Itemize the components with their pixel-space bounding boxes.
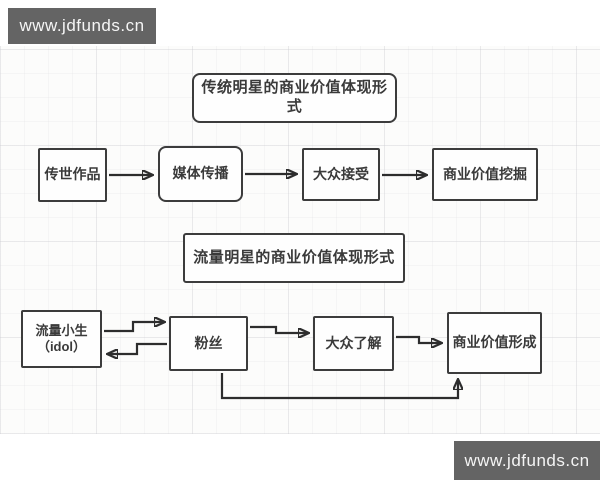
flow1-step-label: 传世作品 — [44, 166, 101, 183]
flow1-title-box: 传统明星的商业价值体现形式 — [192, 73, 397, 123]
flow1-step-meiti-chuanbo: 媒体传播 — [158, 146, 243, 202]
flow2-node-idol-line1: 流量小生 — [35, 322, 88, 338]
flow1-title: 传统明星的商业价值体现形式 — [201, 79, 388, 115]
watermark-text: www.jdfunds.cn — [464, 450, 590, 470]
flow2-node-shangye-jiazhi-xingcheng: 商业价值形成 — [447, 312, 542, 374]
flow2-title: 流量明星的商业价值体现形式 — [193, 248, 395, 266]
flow1-step-label: 大众接受 — [313, 165, 369, 182]
flow1-step-shangye-jiazhi-wajue: 商业价值挖掘 — [432, 148, 538, 201]
flow2-node-dazhong-liaojie: 大众了解 — [313, 316, 394, 371]
flow2-node-idol: 流量小生 （idol） — [21, 310, 102, 368]
watermark-text: www.jdfunds.cn — [19, 16, 145, 35]
flow2-node-idol-line2: （idol） — [36, 339, 87, 354]
watermark-bottom-right: www.jdfunds.cn — [454, 441, 600, 480]
flow2-node-shangye-jiazhi-xingcheng-label: 商业价值形成 — [452, 334, 537, 351]
flow2-title-box: 流量明星的商业价值体现形式 — [183, 233, 405, 283]
flow1-step-label: 商业价值挖掘 — [443, 165, 527, 182]
flow2-node-fans: 粉丝 — [169, 316, 248, 371]
flow2-node-fans-label: 粉丝 — [194, 334, 223, 351]
flow1-step-label: 媒体传播 — [172, 165, 229, 182]
flow2-node-dazhong-liaojie-label: 大众了解 — [325, 334, 382, 351]
watermark-top-left: www.jdfunds.cn — [8, 8, 156, 44]
flow1-step-dazhong-jieshou: 大众接受 — [302, 148, 380, 201]
flow1-step-chuanshi-zuopin: 传世作品 — [38, 148, 107, 202]
